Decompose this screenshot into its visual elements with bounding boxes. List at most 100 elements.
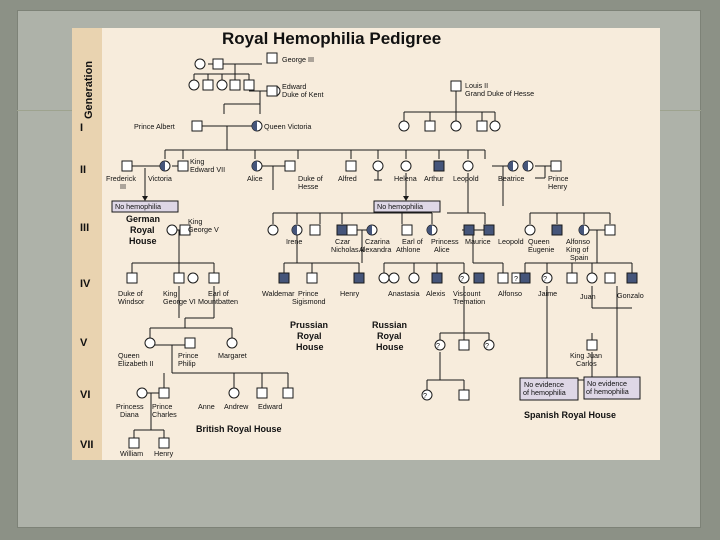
generation-label-i: I [80,122,83,134]
label-alfred: Alfred [338,174,357,183]
anastasia-symbol [408,272,420,284]
george5-symbol [179,224,191,236]
henry4-symbol-affected [353,272,365,284]
unknown-symbol: ? [436,341,440,350]
mountbatten-symbol [208,272,220,284]
female-symbol [194,58,206,70]
pedigree-svg: Royal Hemophilia Pedigree Generation I I… [80,29,644,458]
female-symbol [216,79,228,91]
no-evidence-box [583,376,641,400]
henry-symbol [550,160,562,172]
female-symbol [188,79,200,91]
anne-symbol [228,387,240,399]
male-symbol [309,224,321,236]
henry7-symbol [158,437,170,449]
female-symbol [483,339,495,351]
label-juan: Juan [580,292,596,301]
diana-symbol [136,387,148,399]
female-symbol [586,272,598,284]
alexis-symbol-affected [431,272,443,284]
andrew-symbol [256,387,268,399]
label-alice: Alice [247,174,263,183]
unknown-symbol: ? [423,391,427,400]
label-anastasia: Anastasia [388,289,420,298]
leopold3-symbol-affected [483,224,495,236]
william-symbol [128,437,140,449]
label-anne: Anne [198,402,215,411]
female-symbol [267,224,279,236]
label-alfonso4: Alfonso [498,289,522,298]
generation-label-iv: IV [80,278,91,290]
label-jaime: Jaime [538,289,557,298]
label-edward6: Edward [258,402,282,411]
generation-sidebar [72,28,102,460]
unknown-symbol: ? [460,274,464,283]
george3-symbol [266,52,278,64]
maurice-symbol-affected [463,224,475,236]
label-victoria: Queen Victoria [264,122,311,131]
alfonso4-symbol-affected [519,272,531,284]
male-symbol [424,120,436,132]
unknown-symbol: ? [543,274,547,283]
female-symbol [462,160,474,172]
nicholas-symbol [346,224,358,236]
edward7-symbol [177,160,189,172]
albert-symbol [191,120,203,132]
alfred-symbol [345,160,357,172]
male-symbol [229,79,241,91]
male-symbol [497,272,509,284]
label-irene: Irene [286,237,302,246]
george6-symbol [173,272,185,284]
female-symbol [434,339,446,351]
label-henry4: Henry [340,289,360,298]
pedigree-chart: Royal Hemophilia Pedigree Generation I I… [72,28,660,460]
unknown-symbol: ? [485,341,489,350]
female-symbol [398,120,410,132]
edward-kent-symbol [266,85,278,97]
female-symbol [524,224,536,236]
generation-label-vi: VI [80,389,90,401]
label-arthur: Arthur [424,174,444,183]
label-beatrice: Beatrice [498,174,524,183]
female-symbol [388,272,400,284]
male-symbol [202,79,214,91]
no-evidence-box [519,377,579,401]
pedigree-lines [131,63,633,438]
generation-label-vii: VII [80,439,93,451]
helena-symbol [372,160,384,172]
gonzalo-symbol-affected [626,272,638,284]
male-symbol [458,339,470,351]
juan-symbol [604,272,616,284]
label-andrew: Andrew [224,402,249,411]
philip-symbol [184,337,196,349]
leopold-symbol-affected [433,160,445,172]
unknown-symbol: ? [514,274,518,283]
female-symbol [541,272,553,284]
male-symbol [243,79,255,91]
generation-axis-label: Generation [83,61,95,119]
juan-carlos-symbol [586,339,598,351]
label-leopold: Leopold [453,174,479,183]
alfonso-symbol [604,224,616,236]
chart-title: Royal Hemophilia Pedigree [222,29,441,48]
